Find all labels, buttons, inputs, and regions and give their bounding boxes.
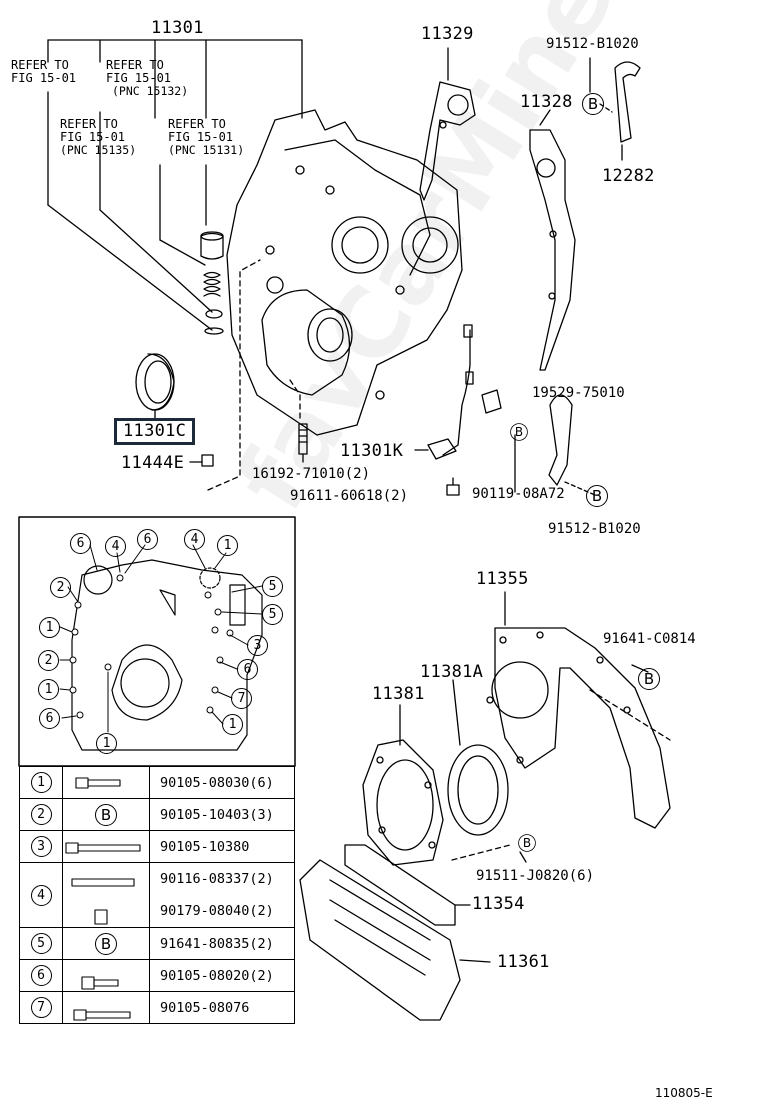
cover-11354 xyxy=(344,844,471,926)
legend-number: 3 xyxy=(30,836,52,857)
inset-callout: 6 xyxy=(237,659,258,680)
label-91641-c0814: 91641-C0814 xyxy=(603,631,696,647)
legend-row: 4 90116-08337(2) 90179-08040(2) xyxy=(19,862,295,928)
legend-number: 6 xyxy=(30,965,52,986)
oil-seal-11381A xyxy=(447,679,509,836)
b-marker-icon: B xyxy=(510,423,528,441)
b-marker-icon: B xyxy=(586,485,608,507)
inset-callout: 4 xyxy=(105,536,126,557)
leader-11301 xyxy=(47,39,303,119)
label-19529-75010: 19529-75010 xyxy=(532,385,625,401)
legend-number: 1 xyxy=(30,772,52,793)
legend-part-number: 90116-08337(2) xyxy=(160,871,274,887)
label-11328: 11328 xyxy=(520,92,573,112)
legend-part-number: 90105-10380 xyxy=(149,830,295,863)
legend-row: 7 90105-08076 xyxy=(19,991,295,1024)
inset-callout: 1 xyxy=(217,535,238,556)
b-circle-icon: B xyxy=(95,932,117,955)
label-16192-71010: 16192-71010(2) xyxy=(252,466,371,482)
label-11354: 11354 xyxy=(472,894,525,914)
label-12282: 12282 xyxy=(602,166,655,186)
legend-part-number: 90105-08030(6) xyxy=(149,766,295,799)
plate-11361 xyxy=(299,859,491,1021)
label-11301k: 11301K xyxy=(340,441,404,461)
label-11381a: 11381A xyxy=(420,662,484,682)
legend-row: 6 90105-08020(2) xyxy=(19,959,295,992)
label-11381: 11381 xyxy=(372,684,425,704)
inset-callout: 2 xyxy=(38,650,59,671)
label-11301c-highlighted[interactable]: 11301C xyxy=(114,418,196,445)
legend-part-number: 90179-08040(2) xyxy=(160,903,274,919)
inset-callout: 1 xyxy=(222,714,243,735)
inset-callout: 4 xyxy=(184,529,205,550)
retainer-11381 xyxy=(362,704,444,866)
legend-row: 5 B 91641-80835(2) xyxy=(19,927,295,960)
label-90119-08a72: 90119-08A72 xyxy=(472,486,565,502)
legend-part-number: 91641-80835(2) xyxy=(149,927,295,960)
legend-part-number: 90105-10403(3) xyxy=(149,798,295,831)
relief-valve-parts xyxy=(200,231,224,335)
inset-callout: 6 xyxy=(39,708,60,729)
label-11444e: 11444E xyxy=(121,453,185,473)
inset-callout: 1 xyxy=(38,679,59,700)
legend-part-number: 90105-08020(2) xyxy=(149,959,295,992)
inset-callout: 7 xyxy=(231,688,252,709)
legend-row: 3 90105-10380 xyxy=(19,830,295,863)
b-circle-icon: B xyxy=(95,803,117,826)
gasket-11329 xyxy=(419,47,476,201)
inset-callout: 6 xyxy=(137,529,158,550)
inset-callout: 5 xyxy=(262,576,283,597)
fastener-legend-table: 1 90105-08030(6) 2 B 90105-10403(3) 3 90… xyxy=(19,766,295,1024)
legend-part-number: 90105-08076 xyxy=(149,991,295,1024)
label-91511-j0820: 91511-J0820(6) xyxy=(476,868,595,884)
legend-number: 7 xyxy=(30,997,52,1018)
label-11355: 11355 xyxy=(476,569,529,589)
timing-cover xyxy=(226,109,463,436)
label-91512-b1020-bottom: 91512-B1020 xyxy=(548,521,641,537)
legend-row: 1 90105-08030(6) xyxy=(19,766,295,799)
legend-number: 5 xyxy=(30,933,52,954)
label-11361: 11361 xyxy=(497,952,550,972)
inset-callout: 2 xyxy=(50,577,71,598)
sensor-11301K xyxy=(414,324,474,460)
label-11301: 11301 xyxy=(151,18,204,38)
legend-number: 4 xyxy=(30,884,52,906)
inset-callout: 6 xyxy=(70,533,91,554)
label-91611-60618: 91611-60618(2) xyxy=(290,488,409,504)
inset-callout: 5 xyxy=(262,604,283,625)
b-marker-icon: B xyxy=(638,668,660,690)
inset-callout: 1 xyxy=(39,617,60,638)
end-plate-11355 xyxy=(486,591,671,829)
gasket-11328 xyxy=(529,109,576,371)
inset-callout: 3 xyxy=(247,635,268,656)
b-marker-icon: B xyxy=(518,834,536,852)
label-11329: 11329 xyxy=(421,24,474,44)
legend-number: 2 xyxy=(30,804,52,825)
b-marker-icon: B xyxy=(582,93,604,115)
legend-row: 2 B 90105-10403(3) xyxy=(19,798,295,831)
oil-seal-11301C xyxy=(135,353,175,419)
figure-code: 110805-E xyxy=(655,1086,713,1100)
inset-callout: 1 xyxy=(96,733,117,754)
label-91512-b1020-top: 91512-B1020 xyxy=(546,36,639,52)
